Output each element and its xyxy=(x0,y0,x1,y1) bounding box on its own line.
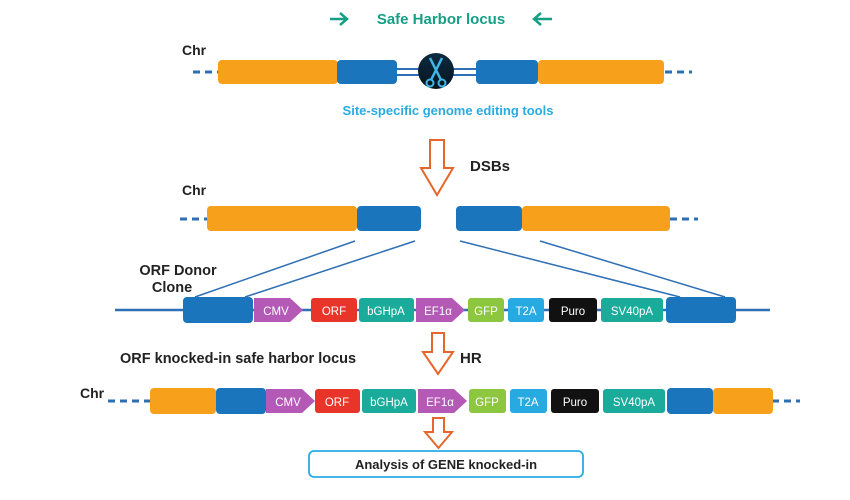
analysis-label: Analysis of GENE knocked-in xyxy=(355,457,537,472)
ef1a-label: EF1α xyxy=(426,397,454,409)
orange-segment xyxy=(207,206,357,231)
gfp-segment xyxy=(468,298,504,322)
orange-segment xyxy=(218,60,338,84)
arrow-left-icon xyxy=(532,12,552,26)
cmv-promoter xyxy=(254,298,303,322)
bghpa-segment xyxy=(362,389,416,413)
analysis-box: Analysis of GENE knocked-in xyxy=(308,450,584,478)
gfp-segment xyxy=(469,389,506,413)
t2a-label: T2A xyxy=(515,306,536,318)
cmv-label: CMV xyxy=(263,306,289,318)
chr-label-2: Chr xyxy=(182,182,207,198)
chr-label-1: Chr xyxy=(182,42,207,58)
blue-segment xyxy=(456,206,522,231)
sv40pa-label: SV40pA xyxy=(611,306,654,318)
chr-label-3: Chr xyxy=(80,385,105,401)
orf-label: ORF xyxy=(325,397,349,409)
donor-cassette: CMV ORF bGHpA EF1α GFP T2A Puro SV40pA xyxy=(115,297,770,323)
scissors-icon xyxy=(418,53,454,89)
t2a-segment xyxy=(510,389,547,413)
arrow-right-icon xyxy=(330,12,349,26)
sv40pa-label: SV40pA xyxy=(613,397,656,409)
puro-label: Puro xyxy=(561,306,585,318)
title: Safe Harbor locus xyxy=(377,11,505,28)
orf-label: ORF xyxy=(322,306,346,318)
cmv-promoter xyxy=(266,389,315,413)
hr-arrow-icon xyxy=(421,332,455,376)
orange-segment xyxy=(150,388,216,414)
chromosome-row-2: Chr xyxy=(180,182,698,231)
gfp-label: GFP xyxy=(475,397,499,409)
puro-label: Puro xyxy=(563,397,587,409)
orf-segment xyxy=(311,298,357,322)
blue-segment xyxy=(476,60,538,84)
puro-segment xyxy=(549,298,597,322)
ef1a-label: EF1α xyxy=(424,306,452,318)
ef1a-promoter xyxy=(416,298,465,322)
sv40pa-segment xyxy=(603,389,665,413)
dsb-arrow-icon xyxy=(419,139,455,197)
bghpa-segment xyxy=(359,298,414,322)
sv40pa-segment xyxy=(601,298,663,322)
chromosome-row-1: Chr Site-specific genome editing tools xyxy=(182,42,692,118)
blue-segment xyxy=(337,60,397,84)
cmv-label: CMV xyxy=(275,397,301,409)
blue-segment xyxy=(216,388,266,414)
orf-segment xyxy=(315,389,360,413)
ef1a-promoter xyxy=(418,389,467,413)
orange-segment xyxy=(522,206,670,231)
tools-label: Site-specific genome editing tools xyxy=(343,103,554,118)
donor-label-line1: ORF Donor xyxy=(139,263,217,279)
hr-label: HR xyxy=(460,350,482,367)
blue-segment xyxy=(183,297,253,323)
t2a-segment xyxy=(508,298,544,322)
orange-segment xyxy=(538,60,664,84)
title-group: Safe Harbor locus xyxy=(330,11,552,28)
knockin-chromosome: Chr CMV ORF bGHpA EF1α GFP T2A Puro SV40… xyxy=(80,385,800,414)
t2a-label: T2A xyxy=(517,397,538,409)
analysis-arrow-icon xyxy=(422,417,455,450)
blue-segment xyxy=(667,388,713,414)
donor-label-line2: Clone xyxy=(152,280,192,296)
knockin-label: ORF knocked-in safe harbor locus xyxy=(120,351,356,367)
gfp-label: GFP xyxy=(474,306,498,318)
homology-lines xyxy=(194,240,726,298)
dsb-label: DSBs xyxy=(470,158,510,175)
blue-segment xyxy=(666,297,736,323)
bghpa-label: bGHpA xyxy=(367,306,405,318)
blue-segment xyxy=(357,206,421,231)
bghpa-label: bGHpA xyxy=(370,397,408,409)
puro-segment xyxy=(551,389,599,413)
orange-segment xyxy=(713,388,773,414)
